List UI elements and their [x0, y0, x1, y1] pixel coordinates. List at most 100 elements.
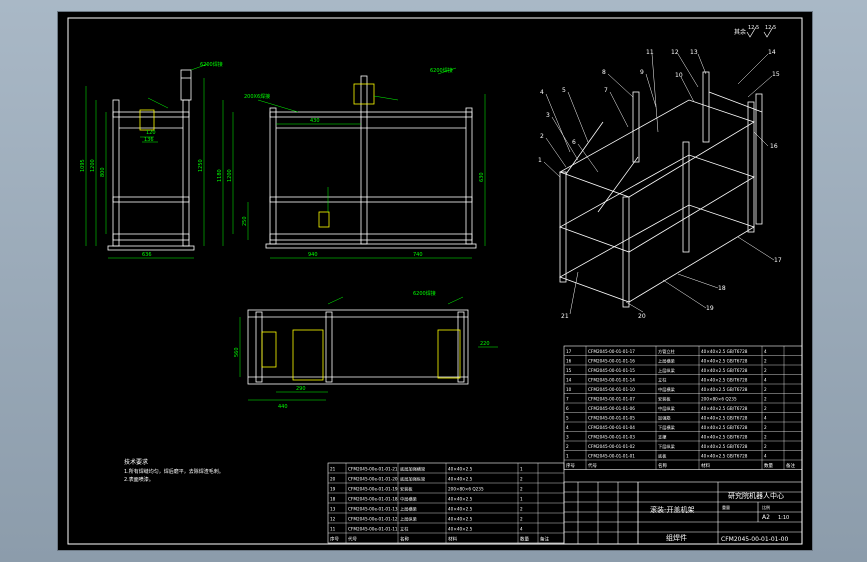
tech-req-item-1: 1.所有焊缝均匀，焊后磨平，去除焊渣毛刺。 [124, 468, 224, 475]
bom-cell: CFM2045-00-01-01-17 [588, 349, 635, 354]
bom-cell: 19 [330, 487, 336, 492]
dim-side-3: 630 [479, 172, 485, 182]
bom-cell: 1 [520, 467, 523, 472]
bom-cell: 安装板 [658, 396, 671, 403]
bom-cell: 40×40×2.5 GB/T6728 [701, 359, 748, 364]
dim-front-4: 800 [100, 167, 106, 177]
bom-cell: 40×40×2.5 GB/T6728 [701, 454, 748, 459]
bom-cell: 2 [764, 406, 767, 411]
bom-cell: 4 [566, 425, 569, 430]
weight-label: 重量 [722, 504, 730, 510]
bom-cell: 21 [330, 467, 336, 472]
bom-cell: 6 [566, 406, 569, 411]
balloon-label: 11 [646, 49, 654, 56]
bom-cell: 10 [566, 387, 572, 392]
roughness-value-1: 12.5 [748, 25, 759, 31]
bom-cell: 底板 [658, 453, 667, 460]
roughness-symbol-icon [763, 26, 774, 38]
bom-cell: 底层加强横梁 [400, 466, 426, 473]
bom-cell: 2 [520, 517, 523, 522]
bom-cell: CFM2045-00-01-01-10 [588, 387, 635, 392]
cad-drawing: 其余 12.5 12.5 1095 1200 125 [67, 17, 803, 545]
bom-cell: 2 [566, 444, 569, 449]
drawing-title: 滚装-开盖机架 [650, 505, 695, 514]
bom-header-cell: 序号 [566, 462, 575, 469]
drawing-number: CFM2045-00-01-01-00 [721, 536, 788, 543]
bom-cell: 方管立柱 [658, 348, 676, 355]
dim-top-3: 440 [278, 404, 288, 410]
bom-cell: 7 [566, 397, 569, 402]
bom-cell: 4 [764, 378, 767, 383]
bom-cell: 12 [330, 517, 336, 522]
balloon-label: 3 [546, 112, 550, 119]
bom-cell: 加强筋 [658, 415, 671, 422]
bom-cell: CFM2045-00e-01-01-21 [348, 467, 398, 472]
balloon-label: 7 [604, 87, 608, 94]
dim-front-2: 1200 [90, 159, 96, 172]
bom-header-cell: 材料 [701, 462, 710, 469]
part-balloons: 1 2 3 4 5 6 7 8 9 10 11 12 13 14 15 16 1… [538, 49, 782, 320]
bom-header-cell: 代号 [588, 462, 597, 469]
bom-cell: 40×40×2.5 GB/T6728 [701, 406, 748, 411]
bom-cell: 上层横梁 [658, 358, 676, 365]
dim-top-1: 560 [234, 347, 240, 357]
dim-top-4: 220 [480, 341, 490, 347]
bom-cell: 40×40×2.5 GB/T6728 [701, 416, 748, 421]
top-view-dimensions: 560 290 440 220 6200焊接 [234, 290, 490, 410]
roughness-label: 其余 [734, 28, 746, 36]
bom-cell: 2 [764, 435, 767, 440]
front-view [85, 63, 209, 259]
roughness-value-2: 12.5 [765, 25, 776, 31]
bom-cell: 13 [330, 507, 336, 512]
isometric-view [559, 71, 763, 308]
balloon-label: 20 [638, 313, 646, 320]
balloon-label: 1 [538, 157, 542, 164]
drawing-border [67, 17, 803, 545]
institution-name: 研究院机器人中心 [728, 491, 784, 500]
balloon-label: 9 [640, 69, 644, 76]
tech-req-item-2: 2.表面喷漆。 [124, 476, 154, 483]
bom-cell: 18 [330, 497, 336, 502]
roughness-mark: 其余 12.5 12.5 [734, 25, 776, 38]
dim-side-5: 250 [242, 216, 248, 226]
bom-cell: 2 [764, 425, 767, 430]
bom-cell: CFM2045-00e-01-01-12 [348, 517, 398, 522]
weld-note-3: 200X6焊接 [244, 93, 270, 100]
balloon-label: 5 [562, 87, 566, 94]
bom-cell: 5 [566, 416, 569, 421]
bom-cell: 40×40×2.5 GB/T6728 [701, 349, 748, 354]
balloon-label: 2 [540, 133, 544, 140]
bom-cell: 40×40×2.5 [448, 517, 473, 522]
front-view-dimensions: 1095 1200 1250 800 636 136 120 6200焊接 [80, 61, 223, 258]
bom-cell: 40×40×2.5 GB/T6728 [701, 387, 748, 392]
bom-cell: CFM2045-00e-01-01-19 [348, 487, 398, 492]
bom-cell: 2 [764, 444, 767, 449]
bom-cell: 3 [566, 435, 569, 440]
technical-requirements: 技术要求 1.所有焊缝均匀，焊后磨平，去除焊渣毛刺。 2.表面喷漆。 [124, 458, 224, 483]
balloon-label: 19 [706, 305, 714, 312]
bom-cell: 支撑 [658, 434, 667, 441]
balloon-label: 12 [671, 49, 679, 56]
bom-cell: 4 [764, 416, 767, 421]
bom-header-cell: 名称 [400, 536, 409, 543]
bom-cell: 17 [566, 349, 572, 354]
dim-side-4: 430 [310, 118, 320, 124]
bom-cell: 上层横梁 [400, 506, 418, 513]
bom-cell: 40×40×2.5 GB/T6728 [701, 435, 748, 440]
bom-cell: 2 [520, 487, 523, 492]
bom-cell: 1 [520, 497, 523, 502]
bom-cell: CFM2045-00-01-01-16 [588, 359, 635, 364]
scale-label: 比例 [762, 504, 770, 510]
bom-cell: 40×40×2.5 [448, 477, 473, 482]
balloon-label: 6 [572, 139, 576, 146]
bom-cell: 1 [566, 454, 569, 459]
bom-header-cell: 材料 [448, 536, 457, 543]
dim-front-3: 1250 [198, 159, 204, 172]
bom-cell: 16 [566, 359, 572, 364]
bom-cell: 40×40×2.5 [448, 507, 473, 512]
dim-front-1: 1095 [80, 159, 86, 172]
bom-cell: 2 [520, 477, 523, 482]
bom-cell: 40×40×2.5 GB/T6728 [701, 425, 748, 430]
bom-cell: CFM2045-00-01-01-05 [588, 416, 635, 421]
